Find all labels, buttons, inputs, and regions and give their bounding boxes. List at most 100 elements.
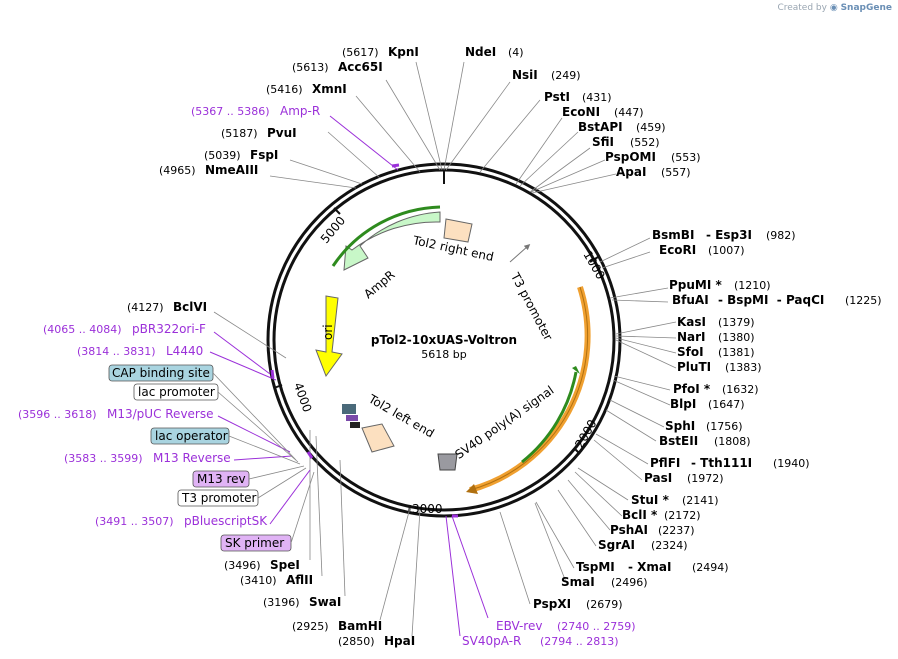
- feature-box-lac-promoter[interactable]: lac promoter: [133, 383, 219, 401]
- enzyme-sphi[interactable]: SphI (1756): [665, 419, 743, 433]
- primer-name: L4440: [166, 344, 203, 358]
- primer-name: pBR322ori-F: [132, 322, 206, 336]
- enzyme-name: PspXI: [533, 597, 571, 611]
- primer-amp-r[interactable]: (5367 .. 5386) Amp-R: [191, 104, 320, 118]
- primer-pos: (2794 .. 2813): [540, 635, 619, 648]
- enzyme-pflfi[interactable]: PflFI - Tth111I (1940): [650, 456, 810, 470]
- enzyme-nsii[interactable]: NsiI (249): [512, 68, 581, 82]
- enzyme-sfii[interactable]: SfiI (552): [592, 135, 660, 149]
- feature-tol2-right-end: [443, 218, 473, 243]
- feature-box-label: lac promoter: [138, 385, 215, 399]
- feature-box-label: lac operator: [155, 429, 228, 443]
- enzyme-pluti[interactable]: PluTI (1383): [677, 360, 762, 374]
- snapgene-logo-icon: ◉: [829, 3, 838, 13]
- enzyme-bfuai[interactable]: BfuAI - BspMI - PaqCI (1225): [672, 293, 882, 307]
- enzyme-pspxi[interactable]: PspXI (2679): [533, 597, 623, 611]
- enzyme-pos: (3196): [263, 596, 300, 609]
- enzyme-extra: - BspMI - PaqCI: [718, 293, 824, 307]
- enzyme-tspmi[interactable]: TspMI - XmaI (2494): [576, 560, 729, 574]
- enzyme-bamhi[interactable]: (2925) BamHI: [292, 619, 382, 633]
- feature-box-cap-binding-site[interactable]: CAP binding site: [108, 364, 214, 382]
- enzyme-pspomi[interactable]: PspOMI (553): [605, 150, 701, 164]
- enzyme-pos: (5416): [266, 83, 303, 96]
- enzyme-xmni[interactable]: (5416) XmnI: [266, 82, 347, 96]
- enzyme-bcli[interactable]: BclI * (2172): [622, 508, 701, 522]
- enzyme-fspi[interactable]: (5039) FspI: [204, 148, 278, 162]
- primer-l4440[interactable]: (3814 .. 3831) L4440: [77, 344, 203, 358]
- enzyme-name: SfiI: [592, 135, 614, 149]
- enzyme-name: Acc65I: [338, 60, 383, 74]
- primer-m13-reverse[interactable]: (3583 .. 3599) M13 Reverse: [64, 451, 231, 465]
- enzyme-extra: - Esp3I: [706, 228, 752, 242]
- enzyme-pos: (553): [671, 151, 701, 164]
- enzyme-blpi[interactable]: BlpI (1647): [670, 397, 745, 411]
- enzyme-bsteii[interactable]: BstEII (1808): [659, 434, 751, 448]
- enzyme-kasi[interactable]: KasI (1379): [677, 315, 755, 329]
- enzyme-swai[interactable]: (3196) SwaI: [263, 595, 341, 609]
- enzyme-apai[interactable]: ApaI (557): [616, 165, 691, 179]
- enzyme-name: XmnI: [312, 82, 347, 96]
- primer-ebv-rev[interactable]: EBV-rev (2740 .. 2759): [496, 619, 636, 633]
- tick-label-5000: 5000: [318, 214, 348, 246]
- primer-m13-puc-reverse[interactable]: (3596 .. 3618) M13/pUC Reverse: [18, 407, 214, 421]
- enzyme-kpni[interactable]: (5617) KpnI: [342, 45, 419, 59]
- enzyme-pfoi[interactable]: PfoI * (1632): [673, 382, 759, 396]
- enzyme-bclvi[interactable]: (4127) BclVI: [127, 300, 207, 314]
- enzyme-pvui[interactable]: (5187) PvuI: [221, 126, 297, 140]
- enzyme-name: SfoI: [677, 345, 704, 359]
- enzyme-hpai[interactable]: (2850) HpaI: [338, 634, 415, 648]
- enzyme-pos: (3496): [224, 559, 261, 572]
- enzyme-acc65i[interactable]: (5613) Acc65I: [292, 60, 383, 74]
- primer-pbr322ori-f[interactable]: (4065 .. 4084) pBR322ori-F: [43, 322, 206, 336]
- feature-box-lac-operator[interactable]: lac operator: [150, 427, 230, 445]
- feature-tol2-left-end: [342, 404, 395, 453]
- enzyme-bsmbi[interactable]: BsmBI - Esp3I (982): [652, 228, 796, 242]
- enzyme-pos: (2494): [692, 561, 729, 574]
- enzyme-extra: - XmaI: [628, 560, 671, 574]
- enzyme-name: NsiI: [512, 68, 538, 82]
- enzyme-pos: (1210): [734, 279, 771, 292]
- enzyme-pos: (249): [551, 69, 581, 82]
- enzyme-psti[interactable]: PstI (431): [544, 90, 612, 104]
- enzyme-name: FspI: [250, 148, 278, 162]
- enzyme-nari[interactable]: NarI (1380): [677, 330, 755, 344]
- enzyme-smai[interactable]: SmaI (2496): [561, 575, 648, 589]
- enzyme-pos: (5039): [204, 149, 241, 162]
- enzyme-spei[interactable]: (3496) SpeI: [224, 558, 300, 572]
- enzyme-pshai[interactable]: PshAI (2237): [610, 523, 695, 537]
- primer-pos: (3596 .. 3618): [18, 408, 97, 421]
- enzyme-pos: (557): [661, 166, 691, 179]
- enzyme-econi[interactable]: EcoNI (447): [562, 105, 644, 119]
- enzyme-pos: (447): [614, 106, 644, 119]
- credit-prefix: Created by: [777, 3, 827, 13]
- enzyme-name: NmeAIII: [205, 163, 258, 177]
- enzyme-aflii[interactable]: (3410) AflII: [240, 573, 313, 587]
- feature-box-sk-primer[interactable]: SK primer: [220, 534, 292, 552]
- feature-green-orf: [521, 366, 580, 464]
- enzyme-name: StuI *: [631, 493, 670, 507]
- enzyme-stui[interactable]: StuI * (2141): [631, 493, 719, 507]
- enzyme-ndei[interactable]: NdeI (4): [465, 45, 524, 59]
- box-leader-lines: [212, 372, 315, 544]
- enzyme-ecori[interactable]: EcoRI (1007): [659, 243, 745, 257]
- enzyme-nmeaiii[interactable]: (4965) NmeAIII: [159, 163, 258, 177]
- primer-sv40pa-r[interactable]: SV40pA-R (2794 .. 2813): [462, 634, 619, 648]
- primer-name: pBluescriptSK: [184, 514, 268, 528]
- label-t3-promoter: T3 promoter: [508, 270, 556, 343]
- enzyme-pasi[interactable]: PasI (1972): [644, 471, 724, 485]
- enzyme-name: EcoRI: [659, 243, 696, 257]
- enzyme-pos: (2237): [658, 524, 695, 537]
- enzyme-bstapi[interactable]: BstAPI (459): [578, 120, 666, 134]
- enzyme-sgrai[interactable]: SgrAI (2324): [598, 538, 688, 552]
- primer-pbluescriptsk[interactable]: (3491 .. 3507) pBluescriptSK: [95, 514, 268, 528]
- enzyme-pos: (2496): [611, 576, 648, 589]
- feature-box-m13-rev[interactable]: M13 rev: [192, 470, 250, 488]
- tick-label-2000: 2000: [572, 417, 599, 450]
- feature-box-t3-promoter[interactable]: T3 promoter: [177, 489, 259, 507]
- enzyme-pos: (2679): [586, 598, 623, 611]
- enzyme-pos: (2141): [682, 494, 719, 507]
- plasmid-length: 5618 bp: [421, 348, 466, 361]
- primer-name: M13 Reverse: [153, 451, 231, 465]
- enzyme-sfoi[interactable]: SfoI (1381): [677, 345, 755, 359]
- enzyme-ppumi[interactable]: PpuMI * (1210): [669, 278, 771, 292]
